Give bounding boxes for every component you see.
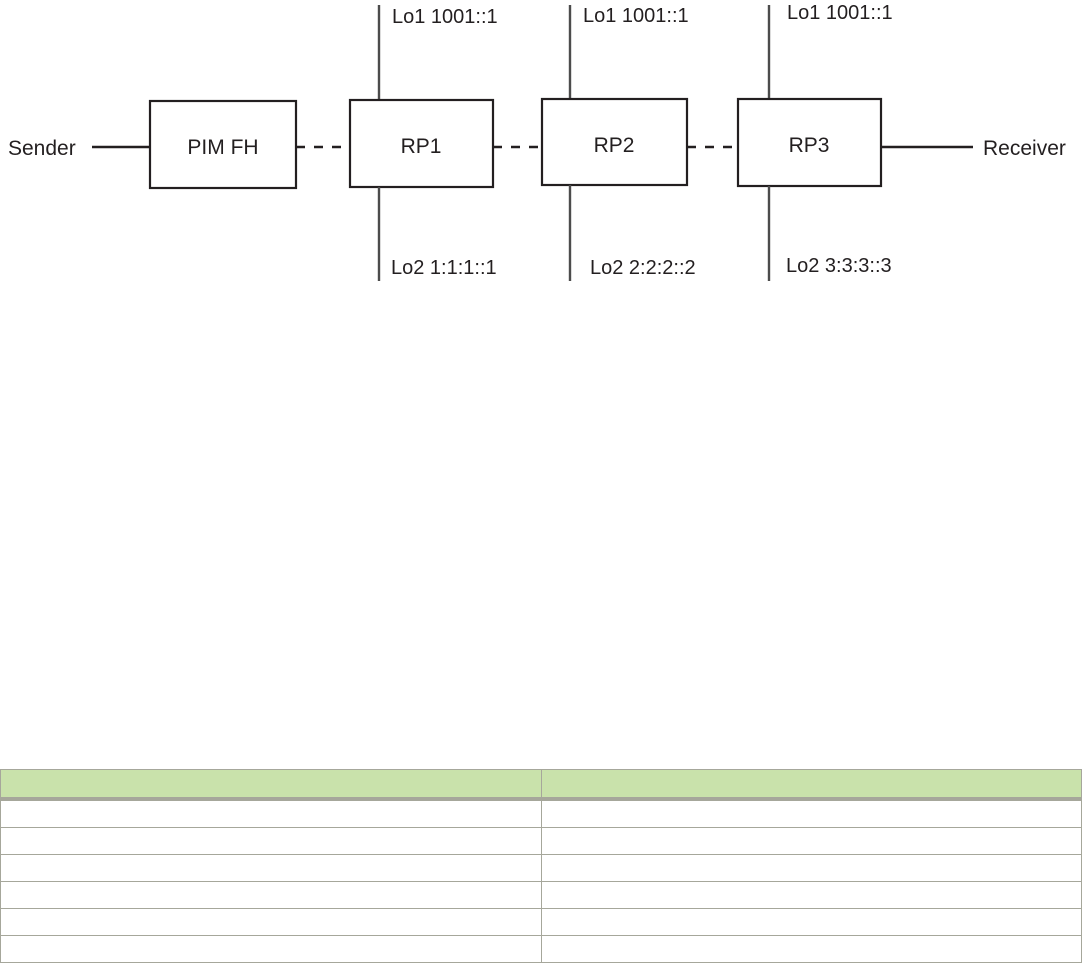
table-cell (541, 908, 1082, 936)
loopback2-label-rp3: Lo2 3:3:3::3 (786, 255, 892, 277)
table-cell (541, 854, 1082, 882)
table-header (0, 769, 1082, 801)
loopback1-label-rp2: Lo1 1001::1 (583, 5, 689, 27)
node-box-rp2 (540, 97, 689, 187)
endpoint-label-sender: Sender (8, 137, 76, 160)
loopback2-label-rp1: Lo2 1:1:1::1 (391, 257, 497, 279)
table-cell (0, 935, 542, 963)
table-row (0, 854, 1082, 882)
table-cell (0, 908, 542, 936)
table-row (0, 935, 1082, 963)
table-cell (0, 881, 542, 909)
table-cell (541, 798, 1082, 828)
node-box-rp1 (348, 98, 495, 189)
table-cell (541, 827, 1082, 855)
table-header-row (0, 769, 1082, 801)
table-header-cell-2 (541, 769, 1082, 801)
table-cell (541, 935, 1082, 963)
table-row (0, 908, 1082, 936)
table-cell (541, 881, 1082, 909)
node-label-rp1: RP1 (401, 135, 442, 158)
network-topology-diagram: PIM FH RP1 RP2 RP3 Sender Receiver Lo1 1… (0, 0, 1082, 300)
endpoint-label-receiver: Receiver (983, 137, 1066, 160)
data-table (0, 769, 1082, 963)
table-header-cell-1 (0, 769, 542, 801)
node-label-rp2: RP2 (594, 134, 635, 157)
table-row (0, 827, 1082, 855)
table-row (0, 881, 1082, 909)
table-body (0, 798, 1082, 963)
node-box-rp3 (736, 97, 883, 188)
table-cell (0, 854, 542, 882)
node-label-rp3: RP3 (789, 134, 830, 157)
table-row (0, 798, 1082, 828)
table-cell (0, 798, 542, 828)
node-box-pimfh (148, 99, 298, 190)
loopback1-label-rp1: Lo1 1001::1 (392, 6, 498, 28)
table-cell (0, 827, 542, 855)
node-label-pimfh: PIM FH (187, 136, 258, 159)
loopback1-label-rp3: Lo1 1001::1 (787, 2, 893, 24)
loopback2-label-rp2: Lo2 2:2:2::2 (590, 257, 696, 279)
